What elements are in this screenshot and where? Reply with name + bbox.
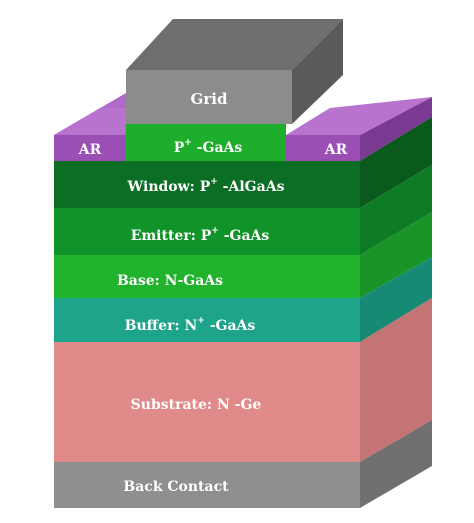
layer-buffer	[54, 298, 360, 342]
ar-left-label: AR	[78, 142, 102, 158]
layer-ar-right	[286, 135, 360, 161]
window-label-sup: +	[210, 177, 218, 187]
emitter-label-sup: +	[211, 226, 219, 236]
side-buffer	[360, 257, 432, 342]
side-base	[360, 212, 432, 298]
emitter-label: Emitter: P+ -GaAs	[131, 226, 270, 245]
side-substrate	[360, 298, 432, 462]
side-emitter	[360, 165, 432, 255]
emitter-label-rest: -GaAs	[219, 228, 270, 244]
side-ar-right	[360, 97, 432, 161]
buffer-label-main: Buffer: N	[125, 318, 198, 334]
layer-ar-left	[54, 135, 126, 161]
layer-substrate	[54, 342, 360, 462]
layer-back-contact	[54, 462, 360, 508]
side-window	[360, 117, 432, 208]
side-faces	[360, 97, 432, 508]
grid-label: Grid	[191, 90, 228, 108]
window-label: Window: P+ -AlGaAs	[127, 177, 285, 196]
buffer-label-rest: -GaAs	[205, 318, 256, 334]
contact-label-main: P	[174, 140, 185, 156]
layer-emitter	[54, 208, 360, 255]
contact-label-sup: +	[184, 138, 192, 148]
buffer-label-sup: +	[197, 316, 205, 326]
layer-contact	[126, 124, 286, 161]
contact-label-rest: -GaAs	[192, 140, 243, 156]
labels: Grid AR P+ -GaAs AR Window: P+ -AlGaAs E…	[78, 90, 348, 495]
base-label: Base: N-GaAs	[117, 273, 223, 289]
emitter-label-main: Emitter: P	[131, 228, 212, 244]
side-back-contact	[360, 420, 432, 508]
substrate-label: Substrate: N -Ge	[131, 397, 262, 413]
ar-right-label: AR	[324, 142, 348, 158]
contact-label: P+ -GaAs	[174, 138, 243, 157]
grid-block	[126, 19, 343, 124]
layer-base	[54, 255, 360, 298]
grid-front	[126, 70, 292, 124]
layer-window	[54, 161, 360, 208]
grid-top	[126, 19, 343, 70]
top-ar-right-main	[286, 97, 432, 135]
window-label-main: Window: P	[127, 179, 211, 195]
front-faces	[54, 124, 360, 508]
window-label-rest: -AlGaAs	[218, 179, 285, 195]
buffer-label: Buffer: N+ -GaAs	[125, 316, 256, 335]
grid-side	[292, 19, 343, 124]
back-contact-label: Back Contact	[123, 479, 229, 495]
